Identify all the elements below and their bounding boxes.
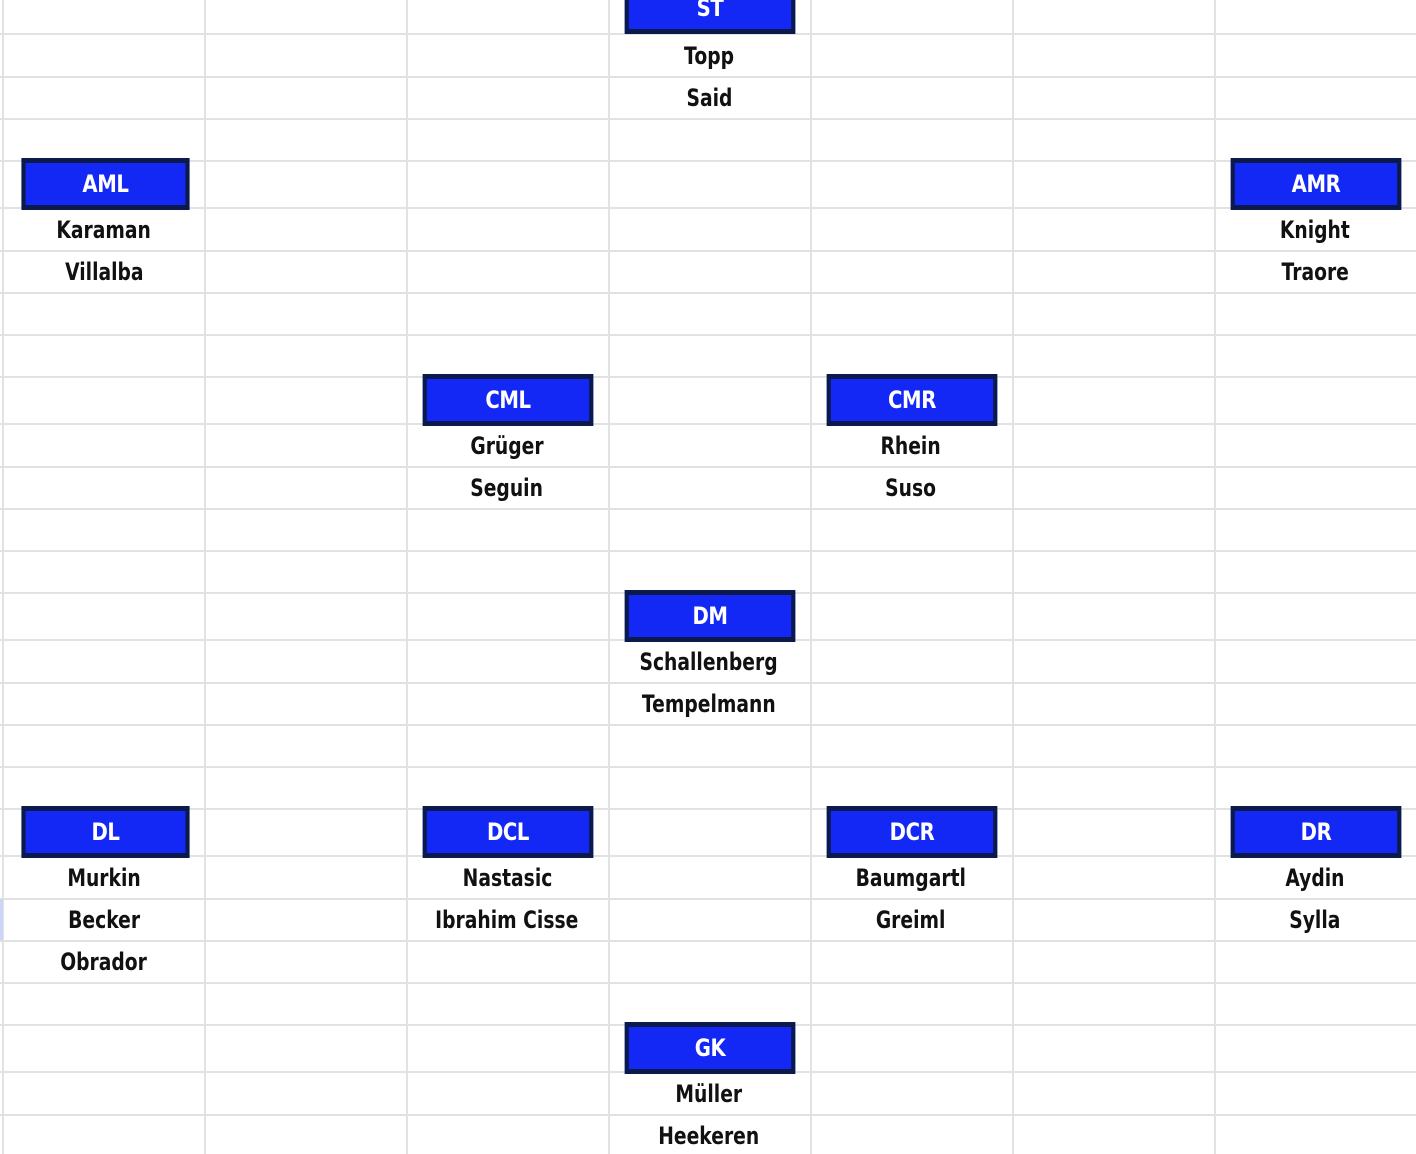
column-divider [1012,0,1014,1154]
position-header-dr[interactable]: DR [1230,806,1402,858]
row-divider [0,982,1416,984]
player-cell-dr-1[interactable]: Aydin [1285,864,1345,892]
row-divider [0,466,1416,468]
player-cell-dm-1[interactable]: Schallenberg [639,648,779,676]
player-cell-dcl-2[interactable]: Ibrahim Cisse [435,906,579,934]
row-divider [0,766,1416,768]
column-divider [406,0,408,1154]
player-cell-dl-2[interactable]: Becker [68,906,140,934]
row-divider [0,160,1416,162]
position-header-gk[interactable]: GK [624,1022,796,1074]
row-divider [0,808,1416,810]
row-divider [0,940,1416,942]
player-cell-gk-2[interactable]: Heekeren [658,1122,760,1150]
position-header-dcl[interactable]: DCL [422,806,594,858]
position-header-cmr[interactable]: CMR [826,374,998,426]
player-cell-cml-1[interactable]: Grüger [470,432,544,460]
column-divider [608,0,610,1154]
player-cell-amr-1[interactable]: Knight [1280,216,1350,244]
row-divider [0,423,1416,425]
player-cell-amr-2[interactable]: Traore [1281,258,1349,286]
player-cell-aml-2[interactable]: Villalba [64,258,144,286]
position-header-dl[interactable]: DL [21,806,190,858]
player-cell-cml-2[interactable]: Seguin [470,474,544,502]
player-cell-dcl-1[interactable]: Nastasic [462,864,552,892]
player-cell-gk-1[interactable]: Müller [675,1080,743,1108]
row-divider [0,33,1416,35]
row-divider [0,376,1416,378]
row-divider [0,724,1416,726]
row-divider [0,508,1416,510]
player-cell-dm-2[interactable]: Tempelmann [642,690,776,718]
column-divider [2,0,4,1154]
row-divider [0,118,1416,120]
row-divider [0,898,1416,900]
column-divider [810,0,812,1154]
position-header-st[interactable]: ST [624,0,796,34]
row-divider [0,250,1416,252]
row-divider [0,292,1416,294]
column-divider [1214,0,1216,1154]
position-header-dm[interactable]: DM [624,590,796,642]
column-divider [204,0,206,1154]
position-header-amr[interactable]: AMR [1230,158,1402,210]
selection-edge-marker [0,899,3,940]
player-cell-st-1[interactable]: Topp [684,42,734,70]
player-cell-dcr-2[interactable]: Greiml [876,906,946,934]
player-cell-aml-1[interactable]: Karaman [56,216,152,244]
position-header-dcr[interactable]: DCR [826,806,998,858]
position-header-cml[interactable]: CML [422,374,594,426]
player-cell-cmr-1[interactable]: Rhein [880,432,942,460]
player-cell-cmr-2[interactable]: Suso [885,474,937,502]
position-header-aml[interactable]: AML [21,158,190,210]
row-divider [0,76,1416,78]
player-cell-st-2[interactable]: Said [686,84,732,112]
player-cell-dr-2[interactable]: Sylla [1289,906,1341,934]
row-divider [0,682,1416,684]
player-cell-dcr-1[interactable]: Baumgartl [855,864,967,892]
player-cell-dl-1[interactable]: Murkin [67,864,141,892]
row-divider [0,550,1416,552]
row-divider [0,855,1416,857]
player-cell-dl-3[interactable]: Obrador [60,948,148,976]
row-divider [0,207,1416,209]
row-divider [0,1114,1416,1116]
row-divider [0,334,1416,336]
